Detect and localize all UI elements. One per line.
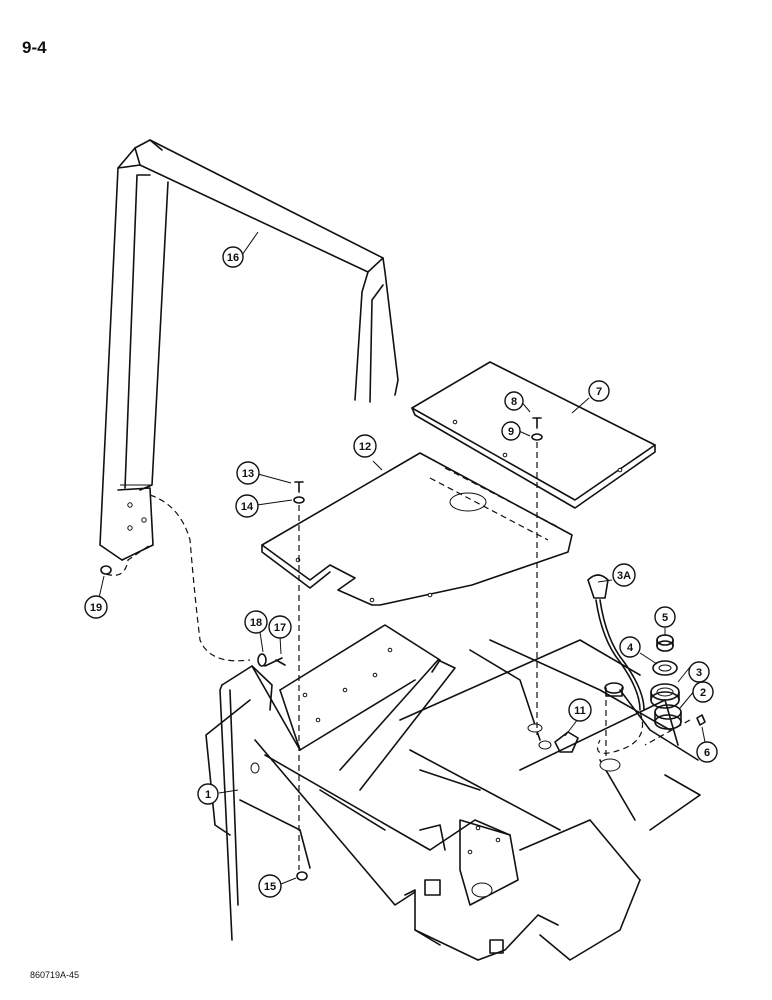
svg-text:11: 11 [574,705,586,717]
svg-text:3: 3 [696,667,702,679]
callout-19: 19 [84,595,108,619]
page-number: 9-4 [22,38,47,57]
callout-12: 12 [353,434,377,458]
svg-text:9: 9 [508,426,514,438]
callout-14: 14 [235,494,259,518]
callout-9: 9 [501,421,521,441]
svg-text:5: 5 [662,612,668,624]
svg-text:8: 8 [511,396,517,408]
callout-17: 17 [268,615,292,639]
footer-code: 860719A-45 [30,970,80,980]
svg-text:18: 18 [250,617,262,629]
hardware-parts [100,417,706,881]
svg-text:6: 6 [704,747,710,759]
callout-7: 7 [588,380,610,402]
chassis-frame-1 [205,624,701,961]
leader-lines [98,231,706,885]
cover-plate-7 [411,361,656,509]
svg-text:13: 13 [242,468,254,480]
callout-3: 3 [688,661,710,683]
callout-8: 8 [504,391,524,411]
svg-text:12: 12 [359,441,371,453]
callout-4: 4 [619,636,641,658]
svg-text:2: 2 [700,687,706,699]
callout-2: 2 [692,681,714,703]
callout-16: 16 [222,246,244,268]
svg-text:4: 4 [627,642,634,654]
callout-6: 6 [696,741,718,763]
callout-15: 15 [258,874,282,898]
callout-1: 1 [197,783,219,805]
callout-5: 5 [654,606,676,628]
svg-text:17: 17 [274,622,286,634]
assembly-lines [105,442,691,870]
svg-text:3A: 3A [617,570,631,582]
callout-13: 13 [236,461,260,485]
svg-text:19: 19 [90,602,102,614]
floor-plate-12 [261,452,573,606]
svg-text:1: 1 [205,789,211,801]
callout-3a: 3A [612,563,636,587]
svg-text:14: 14 [241,501,254,513]
callout-18: 18 [244,610,268,634]
svg-text:15: 15 [264,881,276,893]
svg-text:7: 7 [596,386,602,398]
frame-16 [99,139,399,561]
svg-text:16: 16 [227,252,239,264]
callout-11: 11 [568,698,592,722]
